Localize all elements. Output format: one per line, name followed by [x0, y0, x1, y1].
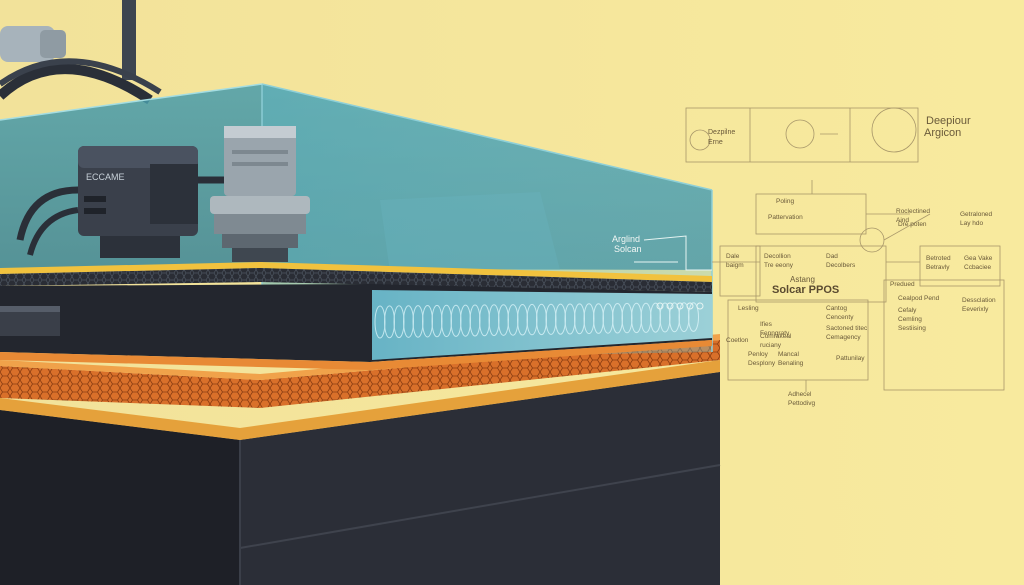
- diagram-node-label: Lesling: [738, 305, 759, 312]
- diagram-node-label: Fenngraty: [760, 330, 790, 337]
- header-icon-right: [871, 107, 917, 153]
- header-box-label-line1: Dezpilne: [708, 129, 735, 136]
- diagram-node-label: Tre eeony: [764, 262, 794, 269]
- diagram-node-label: Comrakeal: [760, 333, 792, 340]
- diagram-node-label: Cencenty: [826, 314, 854, 321]
- diagram-node-label: Sactoned titec: [826, 325, 868, 332]
- diagram-node-label: Poling: [776, 198, 794, 205]
- diagram-node-label: Eeverixly: [962, 306, 989, 313]
- pipes: [0, 0, 162, 105]
- callout-dots: [656, 302, 704, 310]
- diagram-node-label: Cemagency: [826, 334, 861, 341]
- module-top-stripe: [0, 262, 712, 282]
- node-box-left: [719, 245, 761, 297]
- diagram-node-label: Pattervation: [768, 214, 803, 221]
- dark-cell-layer: [0, 268, 712, 292]
- diagram-node-label: Adhecel: [788, 391, 812, 398]
- diagram-node-label: ruciany: [760, 342, 782, 349]
- diagram-node-label: Getraloned: [960, 211, 993, 218]
- node-box-right: [919, 245, 1001, 287]
- diagram-node-label: Decolbers: [826, 262, 856, 269]
- diagram-node-label: Dessclation: [962, 297, 996, 304]
- diagram-node-label: Ifies: [760, 321, 773, 328]
- camera-label: ECCAME: [86, 172, 125, 182]
- diagram-node-label: Ccbaciee: [964, 264, 991, 271]
- diagram-node-label: Mancal: [778, 351, 800, 358]
- header-icon-mid: [785, 119, 815, 149]
- diagram-node-label: Dale: [726, 253, 740, 260]
- diagram-node-label: Benaling: [778, 360, 804, 367]
- diagram-node-label: Aind: [896, 217, 909, 224]
- diagram-node-label: Coetlon: [726, 337, 749, 344]
- diagram-node-label: Decollion: [764, 253, 791, 260]
- diagram-node-label: Penloy: [748, 351, 769, 358]
- diagram-node-label: Dre poten: [898, 221, 927, 228]
- header-box: [685, 107, 919, 163]
- glass-label-line2: Solcan: [614, 244, 642, 254]
- diagram-node-label: Dad: [826, 253, 838, 260]
- diagram-node-label: Pattunilay: [836, 355, 865, 362]
- node-box-right-lower: [883, 279, 1005, 391]
- node-box-lower: [727, 299, 869, 381]
- process-diagram: [685, 107, 1005, 392]
- solar-cell-array: [372, 290, 712, 360]
- diagram-node-label: Betroted: [926, 255, 951, 262]
- diagram-node-label: Predued: [890, 281, 915, 288]
- center-label-line2: Solcar PPOS: [772, 284, 839, 296]
- diagram-title-line2: Argicon: [924, 127, 961, 139]
- diagram-node-label: Cemling: [898, 316, 922, 323]
- diagram-labels: Deepiour Argicon Dezpilne Erne Astang So…: [708, 115, 996, 407]
- diagram-node-label: Gea Vake: [964, 255, 993, 262]
- feed-rail: [0, 306, 60, 336]
- press-cylinder: [210, 126, 310, 262]
- sensor-camera: ECCAME: [16, 146, 225, 258]
- cell-ring: [688, 302, 699, 332]
- header-icon-left: [689, 129, 711, 151]
- diagram-node-label: Roclectined: [896, 208, 930, 215]
- diagram-node-label: Pettodivg: [788, 400, 815, 407]
- diagram-node-label: Sestiising: [898, 325, 926, 332]
- diagram-node-label: baigm: [726, 262, 744, 269]
- machine-base: [0, 372, 721, 585]
- glass-callout: Arglind Solcan: [612, 234, 712, 310]
- diagram-node-label: Cealpod Pend: [898, 295, 940, 302]
- node-box-center: [755, 245, 887, 303]
- diagram-node-label: Lay hdo: [960, 220, 984, 227]
- glass-label-line1: Arglind: [612, 234, 640, 244]
- diagram-node-label: Cantog: [826, 305, 847, 312]
- diagram-title-line1: Deepiour: [926, 115, 971, 127]
- diagram-node-label: Desplony: [748, 360, 776, 367]
- diagram-node-label: Cefaly: [898, 307, 917, 314]
- diagram-node-label: Betravly: [926, 264, 950, 271]
- center-label-line1: Astang: [790, 275, 815, 284]
- header-box-label-line2: Erne: [708, 139, 723, 146]
